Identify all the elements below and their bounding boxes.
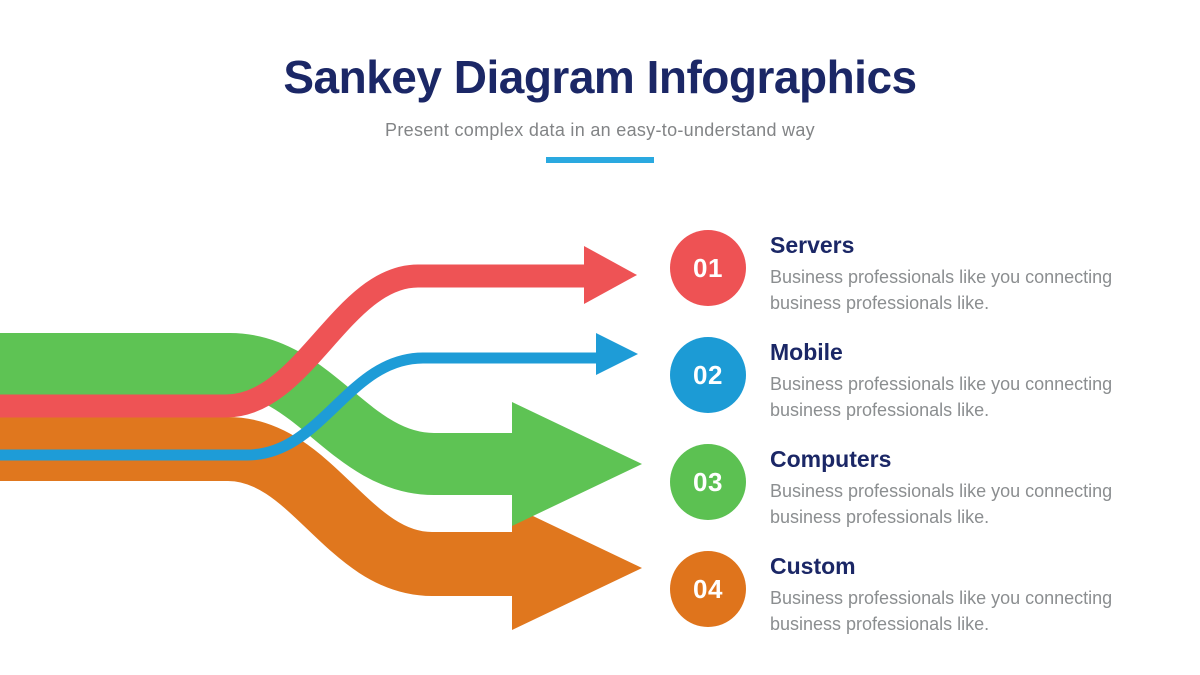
step-number-badge: 04 <box>670 551 746 627</box>
flow-orange-arrowhead-icon <box>512 506 642 630</box>
item-title: Computers <box>770 446 892 472</box>
list-item-servers: 01 Servers Business professionals like y… <box>670 230 1150 316</box>
item-title: Mobile <box>770 339 843 365</box>
list-item-mobile: 02 Mobile Business professionals like yo… <box>670 337 1150 423</box>
flow-red-arrowhead-icon <box>584 246 637 304</box>
item-title: Servers <box>770 232 855 258</box>
list-item-custom: 04 Custom Business professionals like yo… <box>670 551 1150 637</box>
item-text-block: Custom Business professionals like you c… <box>770 551 1150 637</box>
step-number: 02 <box>693 359 723 390</box>
item-title: Custom <box>770 553 856 579</box>
flow-red-band <box>0 264 586 418</box>
item-description: Business professionals like you connecti… <box>770 588 1113 634</box>
subtitle: Present complex data in an easy-to-under… <box>385 120 815 140</box>
step-number: 04 <box>693 573 723 604</box>
step-number-badge: 01 <box>670 230 746 306</box>
item-text-block: Mobile Business professionals like you c… <box>770 337 1150 423</box>
flow-blue-band <box>0 352 598 461</box>
flow-blue-arrowhead-icon <box>596 333 638 375</box>
list-item-computers: 03 Computers Business professionals like… <box>670 444 1150 530</box>
title-underline-accent <box>546 157 654 163</box>
step-number: 03 <box>693 466 723 497</box>
item-description: Business professionals like you connecti… <box>770 481 1113 527</box>
step-number-badge: 02 <box>670 337 746 413</box>
flow-green-arrowhead-icon <box>512 402 642 526</box>
item-description: Business professionals like you connecti… <box>770 374 1113 420</box>
page-title: Sankey Diagram Infographics <box>283 51 917 103</box>
item-description: Business professionals like you connecti… <box>770 267 1113 313</box>
step-number: 01 <box>693 252 723 283</box>
step-number-badge: 03 <box>670 444 746 520</box>
item-text-block: Servers Business professionals like you … <box>770 230 1150 316</box>
item-text-block: Computers Business professionals like yo… <box>770 444 1150 530</box>
